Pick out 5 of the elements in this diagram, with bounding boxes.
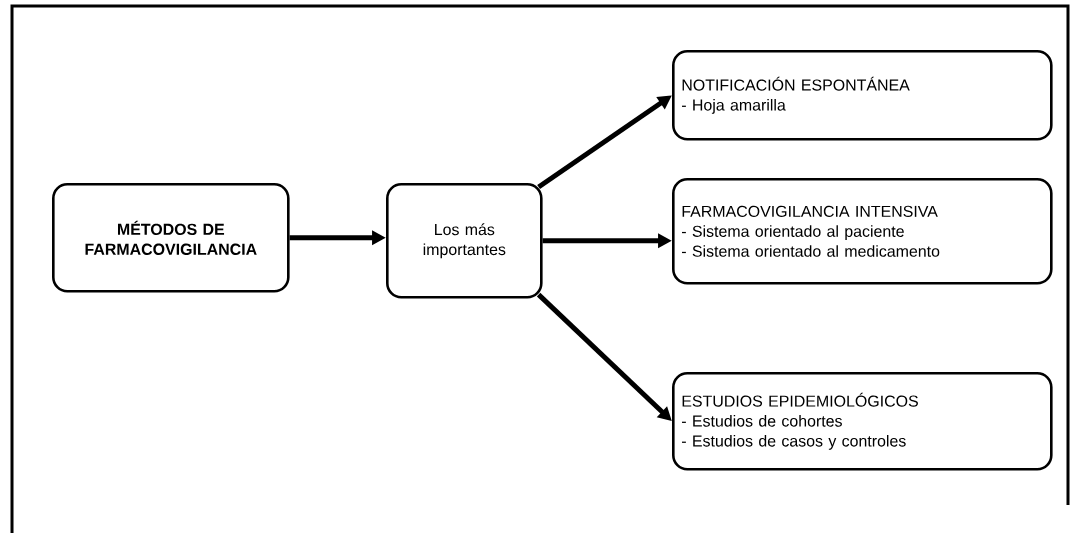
process-box: FARMACOVIGILANCIA INTENSIVA - Sistema orientado al paciente - Sistema orientado al medicamento: [672, 178, 1053, 285]
process-box: NOTIFICACIÓN ESPONTÁNEA - Hoja amarilla: [672, 50, 1053, 141]
process-box: Los más importantes: [386, 183, 543, 299]
process-box: ESTUDIOS EPIDEMIOLÓGICOS - Estudios de cohortes - Estudios de casos y controles: [672, 372, 1053, 471]
process-box: MÉTODOS DE FARMACOVIGILANCIA: [52, 183, 290, 293]
